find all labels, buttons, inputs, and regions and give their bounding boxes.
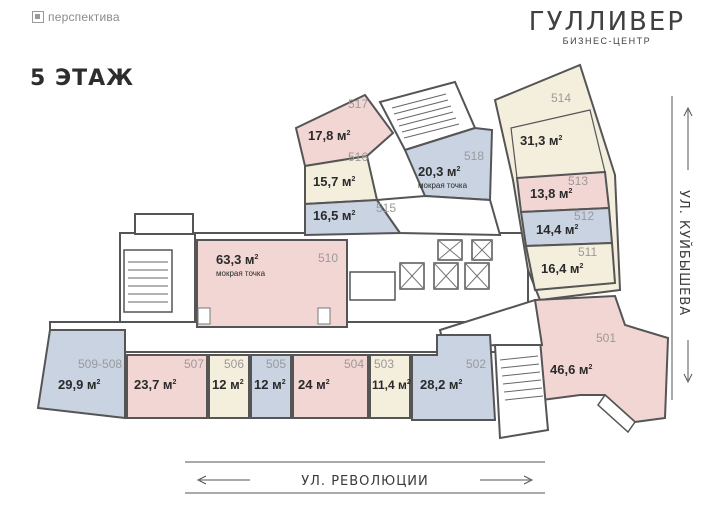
street-right: УЛ. КУЙБЫШЕВА — [671, 96, 693, 400]
room-517-area: 17,8 м2 — [308, 128, 351, 143]
top-wing — [294, 80, 502, 237]
room-502-area: 28,2 м2 — [420, 377, 463, 392]
elevator-block — [399, 239, 493, 290]
room-503-number: 503 — [374, 357, 394, 371]
logo-text: перспектива — [48, 10, 120, 24]
logo: перспектива — [32, 10, 120, 24]
street-bottom-label: УЛ. РЕВОЛЮЦИИ — [301, 474, 429, 489]
room-517-number: 517 — [348, 97, 368, 111]
left-stair — [123, 249, 173, 313]
room-510-area: 63,3 м2 — [216, 252, 259, 267]
room-501-area: 46,6 м2 — [550, 362, 593, 377]
room-506-number: 506 — [224, 357, 244, 371]
room-504-area: 24 м2 — [298, 377, 330, 392]
room-502-number: 502 — [466, 357, 486, 371]
room-512-number: 512 — [574, 209, 594, 223]
room-518-area: 20,3 м2 — [418, 164, 461, 179]
room-507-number: 507 — [184, 357, 204, 371]
room-518-number: 518 — [464, 149, 484, 163]
room-506-area: 12 м2 — [212, 377, 244, 392]
street-bottom: УЛ. РЕВОЛЮЦИИ — [185, 461, 545, 494]
room-513-number: 513 — [568, 174, 588, 188]
room-505-number: 505 — [266, 357, 286, 371]
room-515-number: 515 — [376, 201, 396, 215]
room-510-note: мокрая точка — [216, 269, 266, 278]
room-515-area: 16,5 м2 — [313, 208, 356, 223]
room-510-number: 510 — [318, 251, 338, 265]
room-511-number: 511 — [578, 245, 597, 259]
room-505-area: 12 м2 — [254, 377, 286, 392]
floor-title: 5 ЭТАЖ — [30, 66, 135, 91]
room-512-area: 14,4 м2 — [536, 222, 579, 237]
street-right-label: УЛ. КУЙБЫШЕВА — [676, 190, 692, 316]
room-516-number: 516 — [348, 150, 368, 164]
room-514-number: 514 — [551, 91, 571, 105]
logo-icon — [32, 11, 44, 23]
room-516-area: 15,7 м2 — [313, 174, 356, 189]
room-503-area: 11,4 м2 — [372, 378, 411, 392]
brand-name: ГУЛЛИВЕР — [528, 7, 685, 37]
room-labels: 17,8 м2 517 15,7 м2 516 16,5 м2 515 20,3… — [58, 91, 616, 392]
room-504-number: 504 — [344, 357, 364, 371]
room-511-area: 16,4 м2 — [541, 261, 584, 276]
brand: ГУЛЛИВЕР БИЗНЕС-ЦЕНТР — [529, 8, 685, 46]
room-501-number: 501 — [596, 331, 616, 345]
room-518-note: мокрая точка — [418, 181, 468, 190]
room-509-508-number: 509-508 — [78, 357, 122, 371]
bottom-rooms — [36, 329, 497, 421]
room-514-area: 31,3 м2 — [520, 133, 563, 148]
room-513-area: 13,8 м2 — [530, 186, 573, 201]
room-507-area: 23,7 м2 — [134, 377, 177, 392]
room-509-508-area: 29,9 м2 — [58, 377, 101, 392]
brand-subtitle: БИЗНЕС-ЦЕНТР — [562, 36, 652, 46]
